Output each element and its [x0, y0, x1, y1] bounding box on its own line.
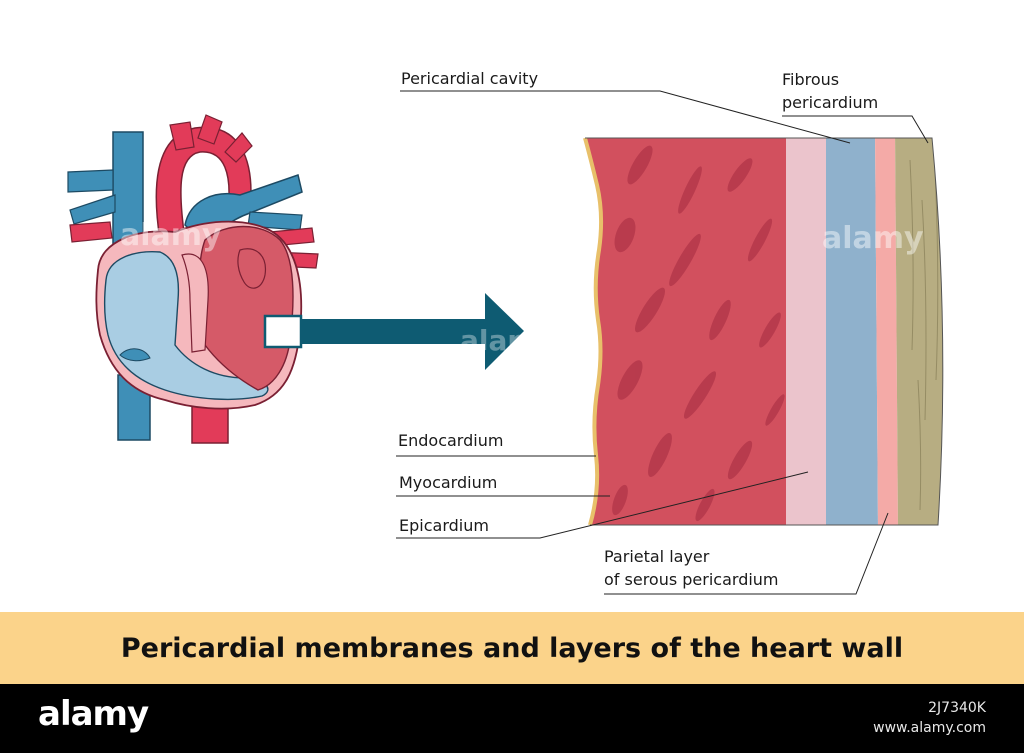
- parietal-layer: [875, 138, 898, 525]
- title-banner: Pericardial membranes and layers of the …: [0, 612, 1024, 684]
- footer-image-info: 2J7340K www.alamy.com: [873, 698, 986, 738]
- artery-branch: [169, 121, 195, 151]
- label-fibrous-line1: Fibrous: [782, 70, 840, 89]
- stock-footer: alamy 2J7340K www.alamy.com: [0, 684, 1024, 753]
- muscle-fibers: [612, 145, 785, 522]
- label-pericardial-cavity: Pericardial cavity: [401, 69, 539, 88]
- vein-branch: [67, 169, 114, 193]
- heart-valve: [237, 248, 267, 289]
- heart-wall-cross-section: [583, 137, 944, 526]
- diagram-title: Pericardial membranes and layers of the …: [120, 632, 904, 664]
- vein-branch: [69, 194, 116, 225]
- footer-brand-logo: alamy: [38, 694, 149, 734]
- watermark-text: alamy: [120, 218, 222, 253]
- epicardium-layer: [786, 138, 826, 525]
- leader-pericardial-cavity: [400, 90, 851, 144]
- leader-lines: [396, 90, 929, 595]
- watermark-text: alamy: [460, 324, 555, 357]
- heart-illustration: [67, 114, 319, 444]
- fibrous-fibers: [909, 159, 939, 511]
- zoom-arrow: [301, 293, 524, 370]
- footer-site-url: www.alamy.com: [873, 720, 986, 736]
- artery-branch: [197, 114, 223, 145]
- label-parietal-line2: of serous pericardium: [604, 570, 779, 589]
- leader-epicardium: [396, 471, 809, 539]
- pericardial-cavity-layer: [826, 138, 878, 525]
- zoom-region-box: [263, 314, 303, 349]
- papillary-muscle: [119, 348, 151, 362]
- leader-parietal-layer: [604, 512, 889, 595]
- wall-outline: [585, 137, 944, 526]
- watermark-text: alamy: [822, 221, 924, 256]
- label-myocardium: Myocardium: [399, 473, 498, 492]
- label-endocardium: Endocardium: [398, 431, 504, 450]
- leader-fibrous-pericardium: [782, 115, 929, 144]
- endocardium-layer: [583, 137, 604, 526]
- fibrous-pericardium-layer: [895, 138, 943, 525]
- artery-branch: [224, 132, 253, 163]
- interventricular-septum: [181, 253, 209, 353]
- footer-image-id: 2J7340K: [928, 700, 986, 716]
- label-fibrous-line2: pericardium: [782, 93, 879, 112]
- pulmonary-vein: [69, 221, 113, 243]
- label-epicardium: Epicardium: [399, 516, 489, 535]
- label-parietal-line1: Parietal layer: [604, 547, 710, 566]
